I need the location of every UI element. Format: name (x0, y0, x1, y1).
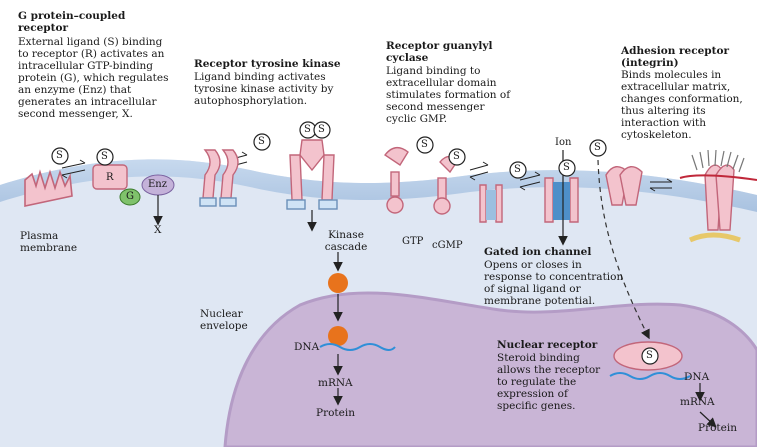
enzyme-label: Enz (148, 179, 168, 190)
nucleus (223, 291, 757, 447)
ion-channel-description: Opens or closes in response to concentra… (484, 259, 624, 307)
extracellular-matrix (691, 149, 745, 173)
ligand-s-label-10: S (594, 142, 601, 153)
guanylyl-description: Ligand binding to extracellular domain s… (386, 65, 511, 125)
cascade-dot-1 (328, 273, 348, 293)
mrna-label-1: mRNA (318, 377, 353, 389)
dna-label-2: DNA (684, 371, 710, 383)
ion-channel-title: Gated ion channel (484, 246, 592, 258)
ion-channels (479, 177, 579, 223)
integrin (605, 164, 735, 231)
gpcr-description: External ligand (S) binding to receptor … (18, 36, 169, 120)
integrin-title: Adhesion receptor (integrin) (621, 45, 730, 69)
dna-helix-1 (319, 343, 396, 351)
protein-label-2: Protein (698, 422, 737, 434)
kinase-cascade-label: Kinase cascade (324, 229, 368, 253)
nuclear-receptor-description: Steroid binding allows the receptor to r… (497, 352, 601, 412)
ligand-s-label-2: S (101, 151, 108, 162)
ligand-s-label-9: S (563, 162, 570, 173)
ligand-s-label-3: S (258, 136, 265, 147)
ligand-s-label-8: S (514, 164, 521, 175)
ligand-circles (51, 121, 659, 365)
protein-label-1: Protein (316, 407, 355, 419)
ligand-s-label-1: S (56, 150, 63, 161)
gpcr-title: G protein–coupled receptor (18, 10, 126, 34)
rtk-inactive (199, 149, 239, 207)
integrin-description: Binds molecules in extracellular matrix,… (621, 69, 743, 141)
g-protein-shape (119, 188, 141, 206)
cgmp-label: cGMP (432, 240, 463, 251)
gpcr-receptor-shape (24, 169, 73, 207)
ion-label: Ion (555, 137, 572, 148)
cascade-dot-2 (328, 326, 348, 346)
ligand-s-label-7: S (453, 151, 460, 162)
ligand-s-label-11: S (646, 350, 653, 361)
rtk-active (286, 139, 338, 210)
gpcr-r-block (92, 164, 128, 190)
rtk-title: Receptor tyrosine kinase (194, 58, 341, 70)
mrna-label-2: mRNA (680, 396, 715, 408)
gtp-label: GTP (402, 236, 424, 247)
ligand-s-label-5: S (318, 124, 325, 135)
plasma-membrane-label: Plasma membrane (20, 230, 78, 254)
second-messenger-label: X (154, 224, 162, 236)
rtk-description: Ligand binding activates tyrosine kinase… (194, 71, 334, 107)
g-protein-label: G (126, 191, 134, 202)
ligand-s-label-4: S (304, 124, 311, 135)
guanylyl-title: Receptor guanylyl cyclase (386, 40, 493, 64)
nuclear-envelope-label: Nuclear envelope (200, 308, 248, 332)
dna-helix-2 (609, 372, 691, 380)
receptor-r-label: R (106, 172, 114, 183)
ligand-s-label-6: S (421, 139, 428, 150)
nuclear-receptor-title: Nuclear receptor (497, 339, 598, 351)
dna-label-1: DNA (294, 341, 320, 353)
